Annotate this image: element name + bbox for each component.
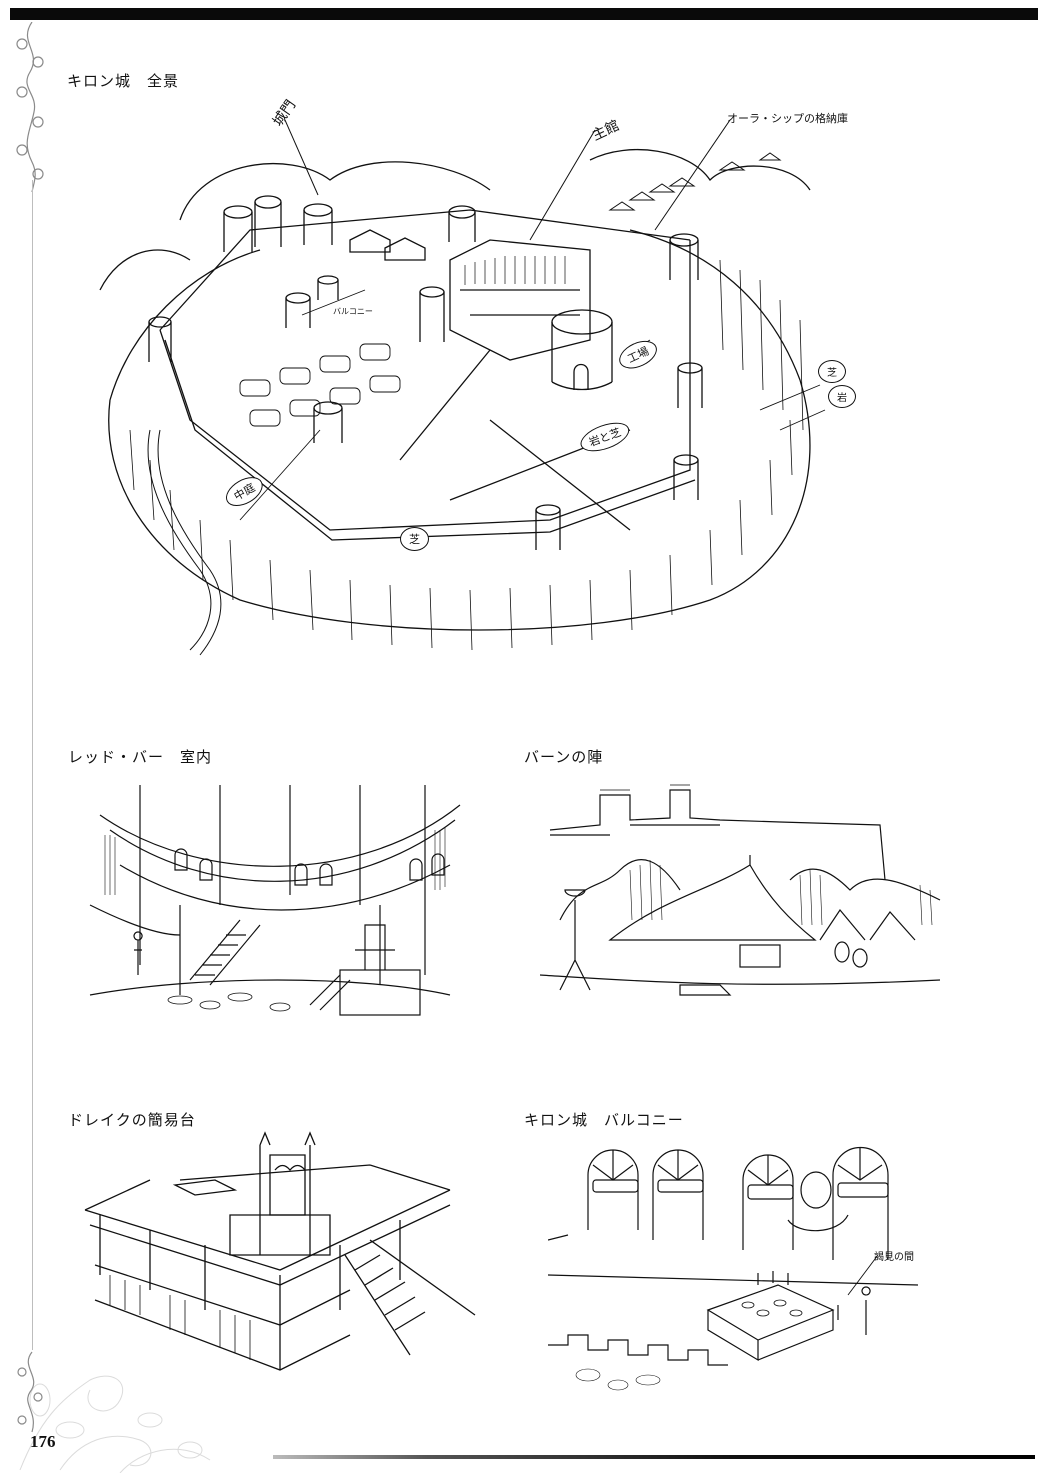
illustration-drake-platform — [80, 1125, 480, 1375]
wooden-platform-drawing-icon — [84, 1131, 476, 1371]
floral-watermark-icon — [19, 1375, 211, 1473]
tent-camp-drawing-icon — [540, 784, 941, 996]
annotation-grass-right: 芝 — [818, 360, 846, 383]
annotation-grass: 芝 — [400, 527, 429, 551]
caption-burn-camp: バーンの陣 — [524, 748, 604, 766]
page-number: 176 — [30, 1432, 56, 1451]
top-header-bar — [10, 8, 1038, 20]
castle-overview-drawing-icon — [99, 119, 826, 656]
illustration-red-bar-interior — [80, 775, 475, 1020]
caption-red-bar-interior: レッド・バー 室内 — [68, 748, 213, 766]
vine-ornament-icon — [16, 22, 44, 1433]
bottom-rule — [273, 1455, 1035, 1459]
illustration-kiron-castle-balcony — [548, 1135, 918, 1405]
caption-drake-platform: ドレイクの簡易台 — [68, 1111, 196, 1129]
margin-rule — [32, 180, 33, 1350]
illustration-kiron-castle-overview — [70, 100, 970, 670]
balcony-banquet-drawing-icon — [548, 1146, 918, 1391]
annotation-aura-ship-hangar: オーラ・シップの格納庫 — [727, 112, 848, 125]
tavern-interior-drawing-icon — [89, 785, 461, 1016]
annotation-rock: 岩 — [828, 385, 856, 408]
annotation-balcony: バルコニー — [333, 307, 373, 316]
illustration-burn-camp — [540, 780, 960, 1005]
caption-kiron-castle-balcony: キロン城 バルコニー — [524, 1111, 684, 1129]
caption-kiron-castle-overview: キロン城 全景 — [67, 72, 180, 90]
annotation-audience-hall: 謁見の間 — [874, 1252, 914, 1263]
